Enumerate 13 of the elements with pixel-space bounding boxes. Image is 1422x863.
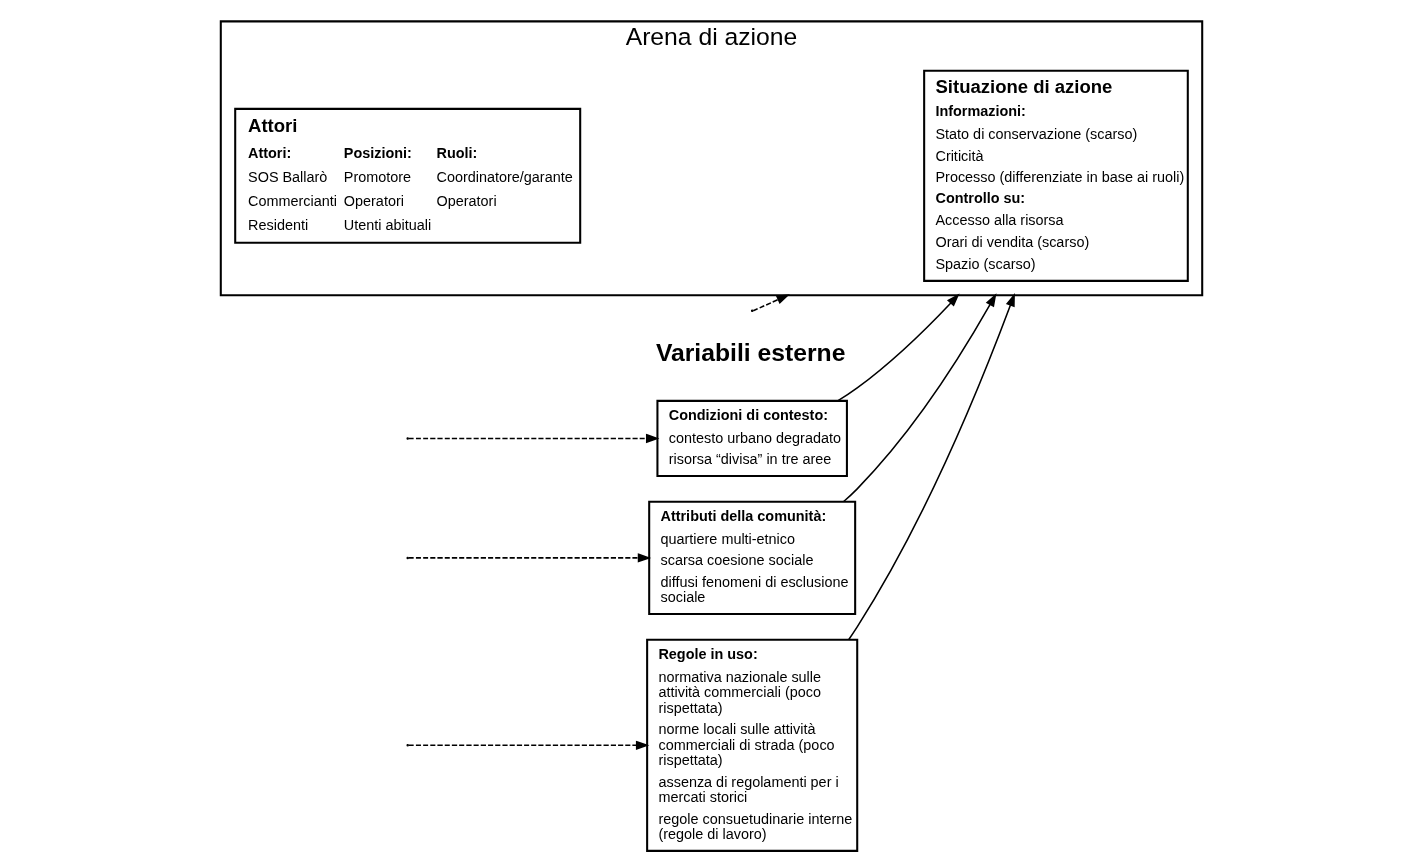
arrow <box>842 292 996 502</box>
arrow <box>407 433 659 443</box>
label: Variabili esterne <box>655 338 845 366</box>
arrow <box>407 552 651 563</box>
node-box: Regole in uso: normativa nazionale sulle attività commerciali (poco rispettata) norme locali sulle attività commerciali di strada (poco rispettata) assenza di regolamenti per i mercati storici regole consuetudinarie interne (regole di lavoro) <box>645 638 858 852</box>
node-box: Attributi della comunità: quartiere multi-etnico scarsa coesione sociale diffusi fenomeni di esclusione sociale <box>647 500 856 615</box>
arrow <box>407 740 649 750</box>
arrow <box>836 293 960 402</box>
node-box: Situazione di azione Informazioni: Stato di conservazione (scarso) Criticità Processo (differenziate in base ai ruoli) Controllo su: Accesso alla risorsa Orari di vendita (scarso) Spazio (scarso) <box>922 69 1189 282</box>
arrow <box>847 292 1015 640</box>
arrow <box>752 293 790 311</box>
node-box: Condizioni di contesto: contesto urbano degradato risorsa “divisa” in tre aree <box>655 399 848 477</box>
node-box: Attori Attori: Posizioni: Ruoli: SOS Ballarò Promotore Coordinatore/garante Commercianti Operatori Operatori Residenti Utenti abituali <box>233 107 581 244</box>
